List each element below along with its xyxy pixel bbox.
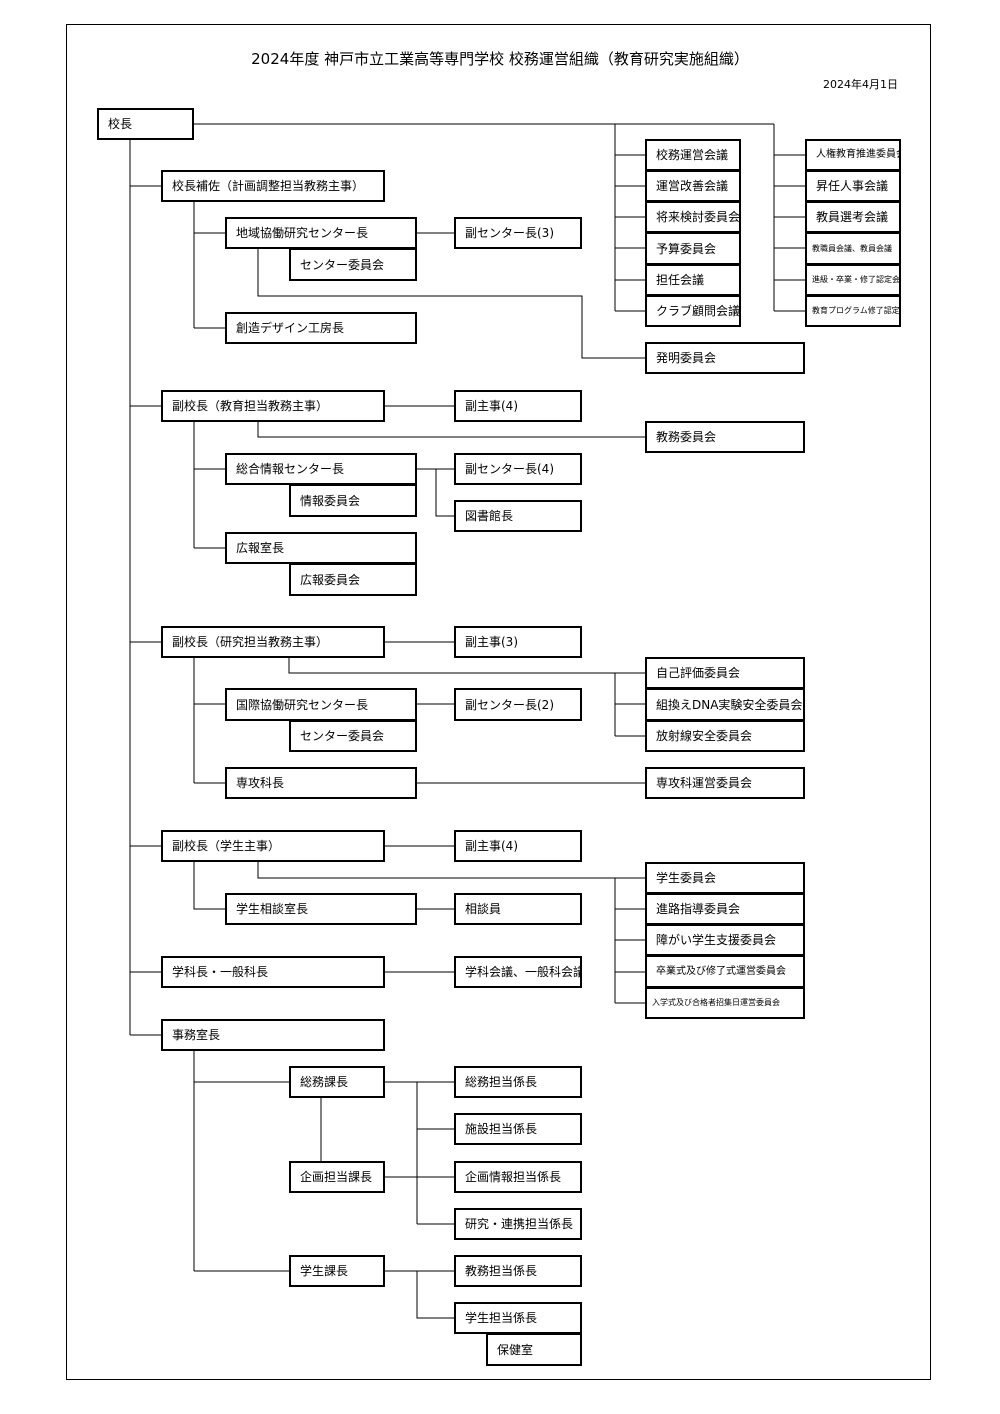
vice-principal-box: 副校長（学生主事） <box>161 830 385 862</box>
committee-box: 教育プログラム修了認定会議 <box>805 295 901 327</box>
committee-box: 専攻科運営委員会 <box>645 767 805 799</box>
connector <box>416 1271 454 1319</box>
staff-box: 教務担当係長 <box>454 1255 582 1287</box>
committee-box: センター委員会 <box>289 720 417 752</box>
org-box: 総合情報センター長 <box>225 453 417 485</box>
committee-box: 将来検討委員会 <box>645 201 741 233</box>
org-box: 学科会議、一般科会議 <box>454 956 582 988</box>
committee-box: 広報委員会 <box>289 563 417 596</box>
org-box: 副主事(4) <box>454 390 582 422</box>
org-box: 相談員 <box>454 893 582 925</box>
page-frame <box>66 24 931 1380</box>
connector <box>257 249 645 359</box>
org-box: 副主事(4) <box>454 830 582 862</box>
committee-box: 予算委員会 <box>645 232 741 265</box>
org-box: 創造デザイン工房長 <box>225 312 417 344</box>
org-box: 副センター長(3) <box>454 217 582 249</box>
committee-box: 卒業式及び修了式運営委員会 <box>645 955 805 988</box>
committee-box: 放射線安全委員会 <box>645 720 805 752</box>
committee-box: 障がい学生支援委員会 <box>645 924 805 956</box>
org-box: 副センター長(4) <box>454 453 582 485</box>
staff-box: 企画情報担当係長 <box>454 1161 582 1193</box>
committee-box: センター委員会 <box>289 248 417 281</box>
page-title: 2024年度 神戸市立工業高等専門学校 校務運営組織（教育研究実施組織） <box>251 50 749 68</box>
connector <box>615 154 645 312</box>
org-box: 副センター長(2) <box>454 688 582 721</box>
committee-box: 教務委員会 <box>645 421 805 453</box>
connector <box>194 703 225 784</box>
committee-box: 情報委員会 <box>289 484 417 517</box>
committee-box: 進級・卒業・修了認定会議 <box>805 264 901 296</box>
connector <box>435 469 454 517</box>
committee-box: 教員選考会議 <box>805 201 901 233</box>
connector <box>615 703 645 737</box>
connector <box>385 1128 454 1225</box>
org-box: 副主事(3) <box>454 626 582 658</box>
connector <box>257 422 645 438</box>
connector <box>130 185 161 1036</box>
staff-box: 研究・連携担当係長 <box>454 1208 582 1240</box>
org-box: 図書館長 <box>454 500 582 532</box>
connector <box>288 658 645 674</box>
department-head-box: 学科長・一般科長 <box>161 956 385 988</box>
committee-box: 担任会議 <box>645 264 741 296</box>
committee-box: 組換えDNA実験安全委員会 <box>645 688 805 721</box>
connector <box>257 862 645 879</box>
committee-box: 入学式及び合格者招集日運営委員会 <box>645 987 805 1019</box>
staff-box: 施設担当係長 <box>454 1113 582 1145</box>
section-chief-box: 企画担当課長 <box>289 1161 385 1193</box>
org-box: 学生相談室長 <box>225 893 417 925</box>
vice-principal-box: 副校長（研究担当教務主事） <box>161 626 385 658</box>
connector <box>194 232 225 329</box>
committee-box: 人権教育推進委員会 <box>805 139 901 171</box>
committee-box: 教職員会議、教員会議 <box>805 232 901 265</box>
committee-box: 発明委員会 <box>645 342 805 374</box>
staff-box: 保健室 <box>486 1333 582 1366</box>
connector <box>193 862 225 910</box>
org-box: 広報室長 <box>225 532 417 564</box>
connector <box>615 908 645 1004</box>
committee-box: 学生委員会 <box>645 862 805 894</box>
vice-principal-box: 副校長（教育担当教務主事） <box>161 390 385 422</box>
staff-box: 総務担当係長 <box>454 1066 582 1098</box>
staff-box: 学生担当係長 <box>454 1302 582 1334</box>
section-chief-box: 総務課長 <box>289 1066 385 1098</box>
committee-box: 昇任人事会議 <box>805 170 901 202</box>
committee-box: 進路指導委員会 <box>645 893 805 925</box>
connector <box>194 1081 289 1272</box>
assistant-principal-box: 校長補佐（計画調整担当教務主事） <box>161 170 385 202</box>
committee-box: 自己評価委員会 <box>645 657 805 689</box>
committee-box: 運営改善会議 <box>645 170 741 202</box>
org-box: 専攻科長 <box>225 767 417 799</box>
office-head-box: 事務室長 <box>161 1019 385 1051</box>
connector <box>774 154 805 312</box>
committee-box: クラブ顧問会議 <box>645 295 741 327</box>
org-box: 地域協働研究センター長 <box>225 217 417 249</box>
connector <box>194 468 225 549</box>
principal-box: 校長 <box>97 108 194 140</box>
org-box: 国際協働研究センター長 <box>225 688 417 721</box>
date-label: 2024年4月1日 <box>823 78 898 91</box>
committee-box: 校務運営会議 <box>645 139 741 171</box>
section-chief-box: 学生課長 <box>289 1255 385 1287</box>
